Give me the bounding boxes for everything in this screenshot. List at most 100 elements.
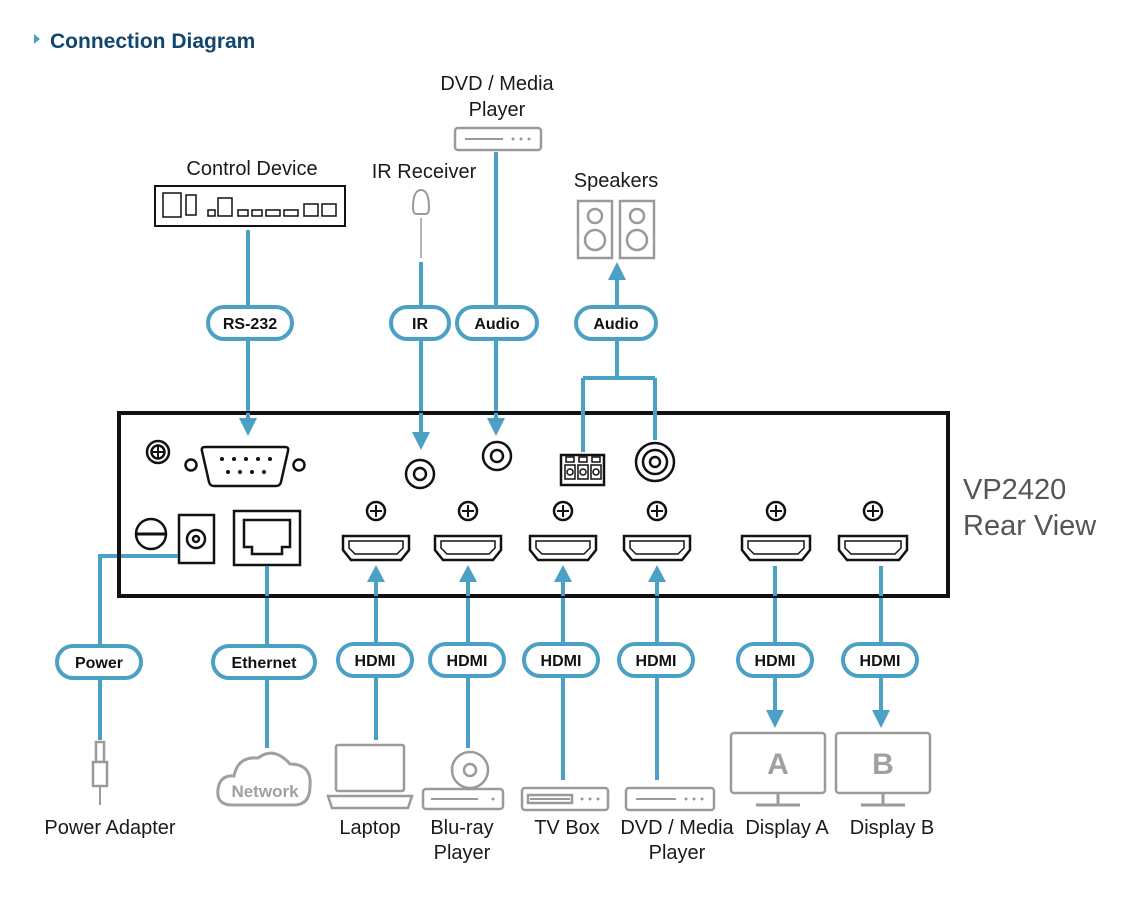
hdmi-port-icon	[837, 534, 909, 562]
ir-receiver-icon	[411, 188, 431, 215]
cloud-icon	[216, 751, 312, 807]
screw-icon	[765, 500, 787, 522]
overlay-arrow-hdmi-3	[554, 565, 572, 582]
control-device-port-b	[237, 209, 249, 217]
hdmi-in-2-pill: HDMI	[428, 642, 506, 678]
screw-icon	[862, 500, 884, 522]
ethernet-pill: Ethernet	[211, 644, 317, 680]
monitor-icon	[834, 731, 932, 807]
network-label: Network	[231, 782, 299, 801]
dvd-player-icon	[624, 786, 716, 812]
dvd-player-top-label-2: Player	[469, 99, 526, 121]
rs232-pill-label: RS-232	[223, 316, 277, 333]
dvd-player-top-dot-1	[511, 137, 515, 141]
audio-out-pill-label: Audio	[593, 316, 639, 333]
dvd-player-bottom-label-2: Player	[649, 842, 706, 864]
hdmi-out-b-pill-label: HDMI	[860, 653, 901, 670]
rj45-port-icon	[232, 509, 302, 567]
power-switch-icon	[134, 517, 168, 551]
tv-box: TV Box	[520, 786, 610, 839]
rear-panel	[117, 411, 950, 598]
hdmi-port-inner	[844, 540, 902, 555]
control-device-port-terminal	[217, 197, 233, 217]
control-device-port-lan2	[321, 203, 337, 217]
audio-jack-icon	[634, 441, 676, 483]
hdmi-port-icon	[740, 534, 812, 562]
section-heading: Connection Diagram	[34, 30, 255, 53]
audio-in-pill: Audio	[455, 305, 539, 341]
control-device-port-d	[265, 209, 281, 217]
overlay-arrow-rs232	[239, 418, 257, 436]
hdmi-port-inner	[535, 540, 591, 555]
tv-box-icon	[520, 786, 610, 812]
ethernet-pill-label: Ethernet	[232, 655, 298, 672]
display-a-label: Display A	[745, 817, 829, 839]
control-device-port-switch	[185, 194, 197, 216]
display-a-letter: A	[767, 748, 789, 781]
hdmi-port-inner	[440, 540, 496, 555]
control-device-port-e	[283, 209, 299, 217]
rear-panel-body	[117, 411, 950, 598]
dvd-player-top-dot-3	[527, 137, 531, 141]
terminal-block-icon	[559, 453, 606, 487]
arrow-hdmi-out-a	[766, 710, 784, 728]
control-device-port-lan1	[303, 203, 319, 217]
overlay-arrow-hdmi-1	[367, 565, 385, 582]
power-pill: Power	[55, 644, 143, 680]
control-device-port-a	[207, 209, 216, 217]
hdmi-port-icon	[341, 534, 411, 562]
panel-cable-overlays	[121, 378, 883, 596]
hdmi-port-icon	[528, 534, 598, 562]
rs232-pill: RS-232	[206, 305, 294, 341]
hdmi-port-inner	[747, 540, 805, 555]
hdmi-out-b-pill: HDMI	[841, 642, 919, 678]
audio-jack-icon	[404, 458, 436, 490]
speaker-icon	[576, 199, 614, 260]
monitor-icon	[729, 731, 827, 807]
arrow-speakers	[608, 262, 626, 280]
display-a: A Display A	[729, 731, 829, 839]
power-pill-label: Power	[75, 655, 123, 672]
dvd-player-top-label-1: DVD / Media	[440, 73, 554, 95]
ir-receiver: IR Receiver	[372, 161, 477, 215]
dvd-player-top-dot-2	[519, 137, 523, 141]
speakers-label: Speakers	[574, 170, 659, 192]
power-adapter: Power Adapter	[44, 740, 176, 839]
hdmi-port-inner	[348, 540, 404, 555]
hdmi-port-2	[433, 500, 503, 562]
hdmi-port-1	[341, 500, 411, 562]
product-label: VP2420 Rear View	[963, 474, 1097, 542]
control-device-label: Control Device	[186, 158, 317, 180]
screw-icon	[646, 500, 668, 522]
heading-text: Connection Diagram	[50, 30, 255, 53]
hdmi-in-4-pill: HDMI	[617, 642, 695, 678]
dvd-player-top: DVD / Media Player	[440, 73, 555, 152]
dvd-player-bottom-label-1: DVD / Media	[620, 817, 734, 839]
control-device-port-c	[251, 209, 263, 217]
hdmi-in-4-pill-label: HDMI	[636, 653, 677, 670]
power-plug-icon	[91, 740, 109, 805]
hdmi-port-icon	[433, 534, 503, 562]
hdmi-in-3-pill: HDMI	[522, 642, 600, 678]
dc-power-jack-icon	[177, 513, 216, 565]
speakers: Speakers	[574, 170, 659, 260]
hdmi-out-a-pill: HDMI	[736, 642, 814, 678]
hdmi-in-1-pill-label: HDMI	[355, 653, 396, 670]
hdmi-in-1-pill: HDMI	[336, 642, 414, 678]
network: Network	[216, 751, 312, 807]
db9-port-icon	[184, 445, 306, 488]
audio-in-pill-label: Audio	[474, 316, 520, 333]
hdmi-port-3	[528, 500, 598, 562]
product-view: Rear View	[963, 510, 1097, 542]
laptop-icon	[326, 743, 414, 810]
overlay-arrow-hdmi-2	[459, 565, 477, 582]
bluray-player: Blu-ray Player	[421, 750, 505, 864]
bluray-label-1: Blu-ray	[430, 817, 493, 839]
hdmi-port-4	[622, 500, 692, 562]
bluray-icon	[421, 750, 505, 811]
screw-icon	[457, 500, 479, 522]
ir-pill: IR	[389, 305, 451, 341]
control-device: Control Device	[154, 158, 346, 227]
screw-icon	[365, 500, 387, 522]
